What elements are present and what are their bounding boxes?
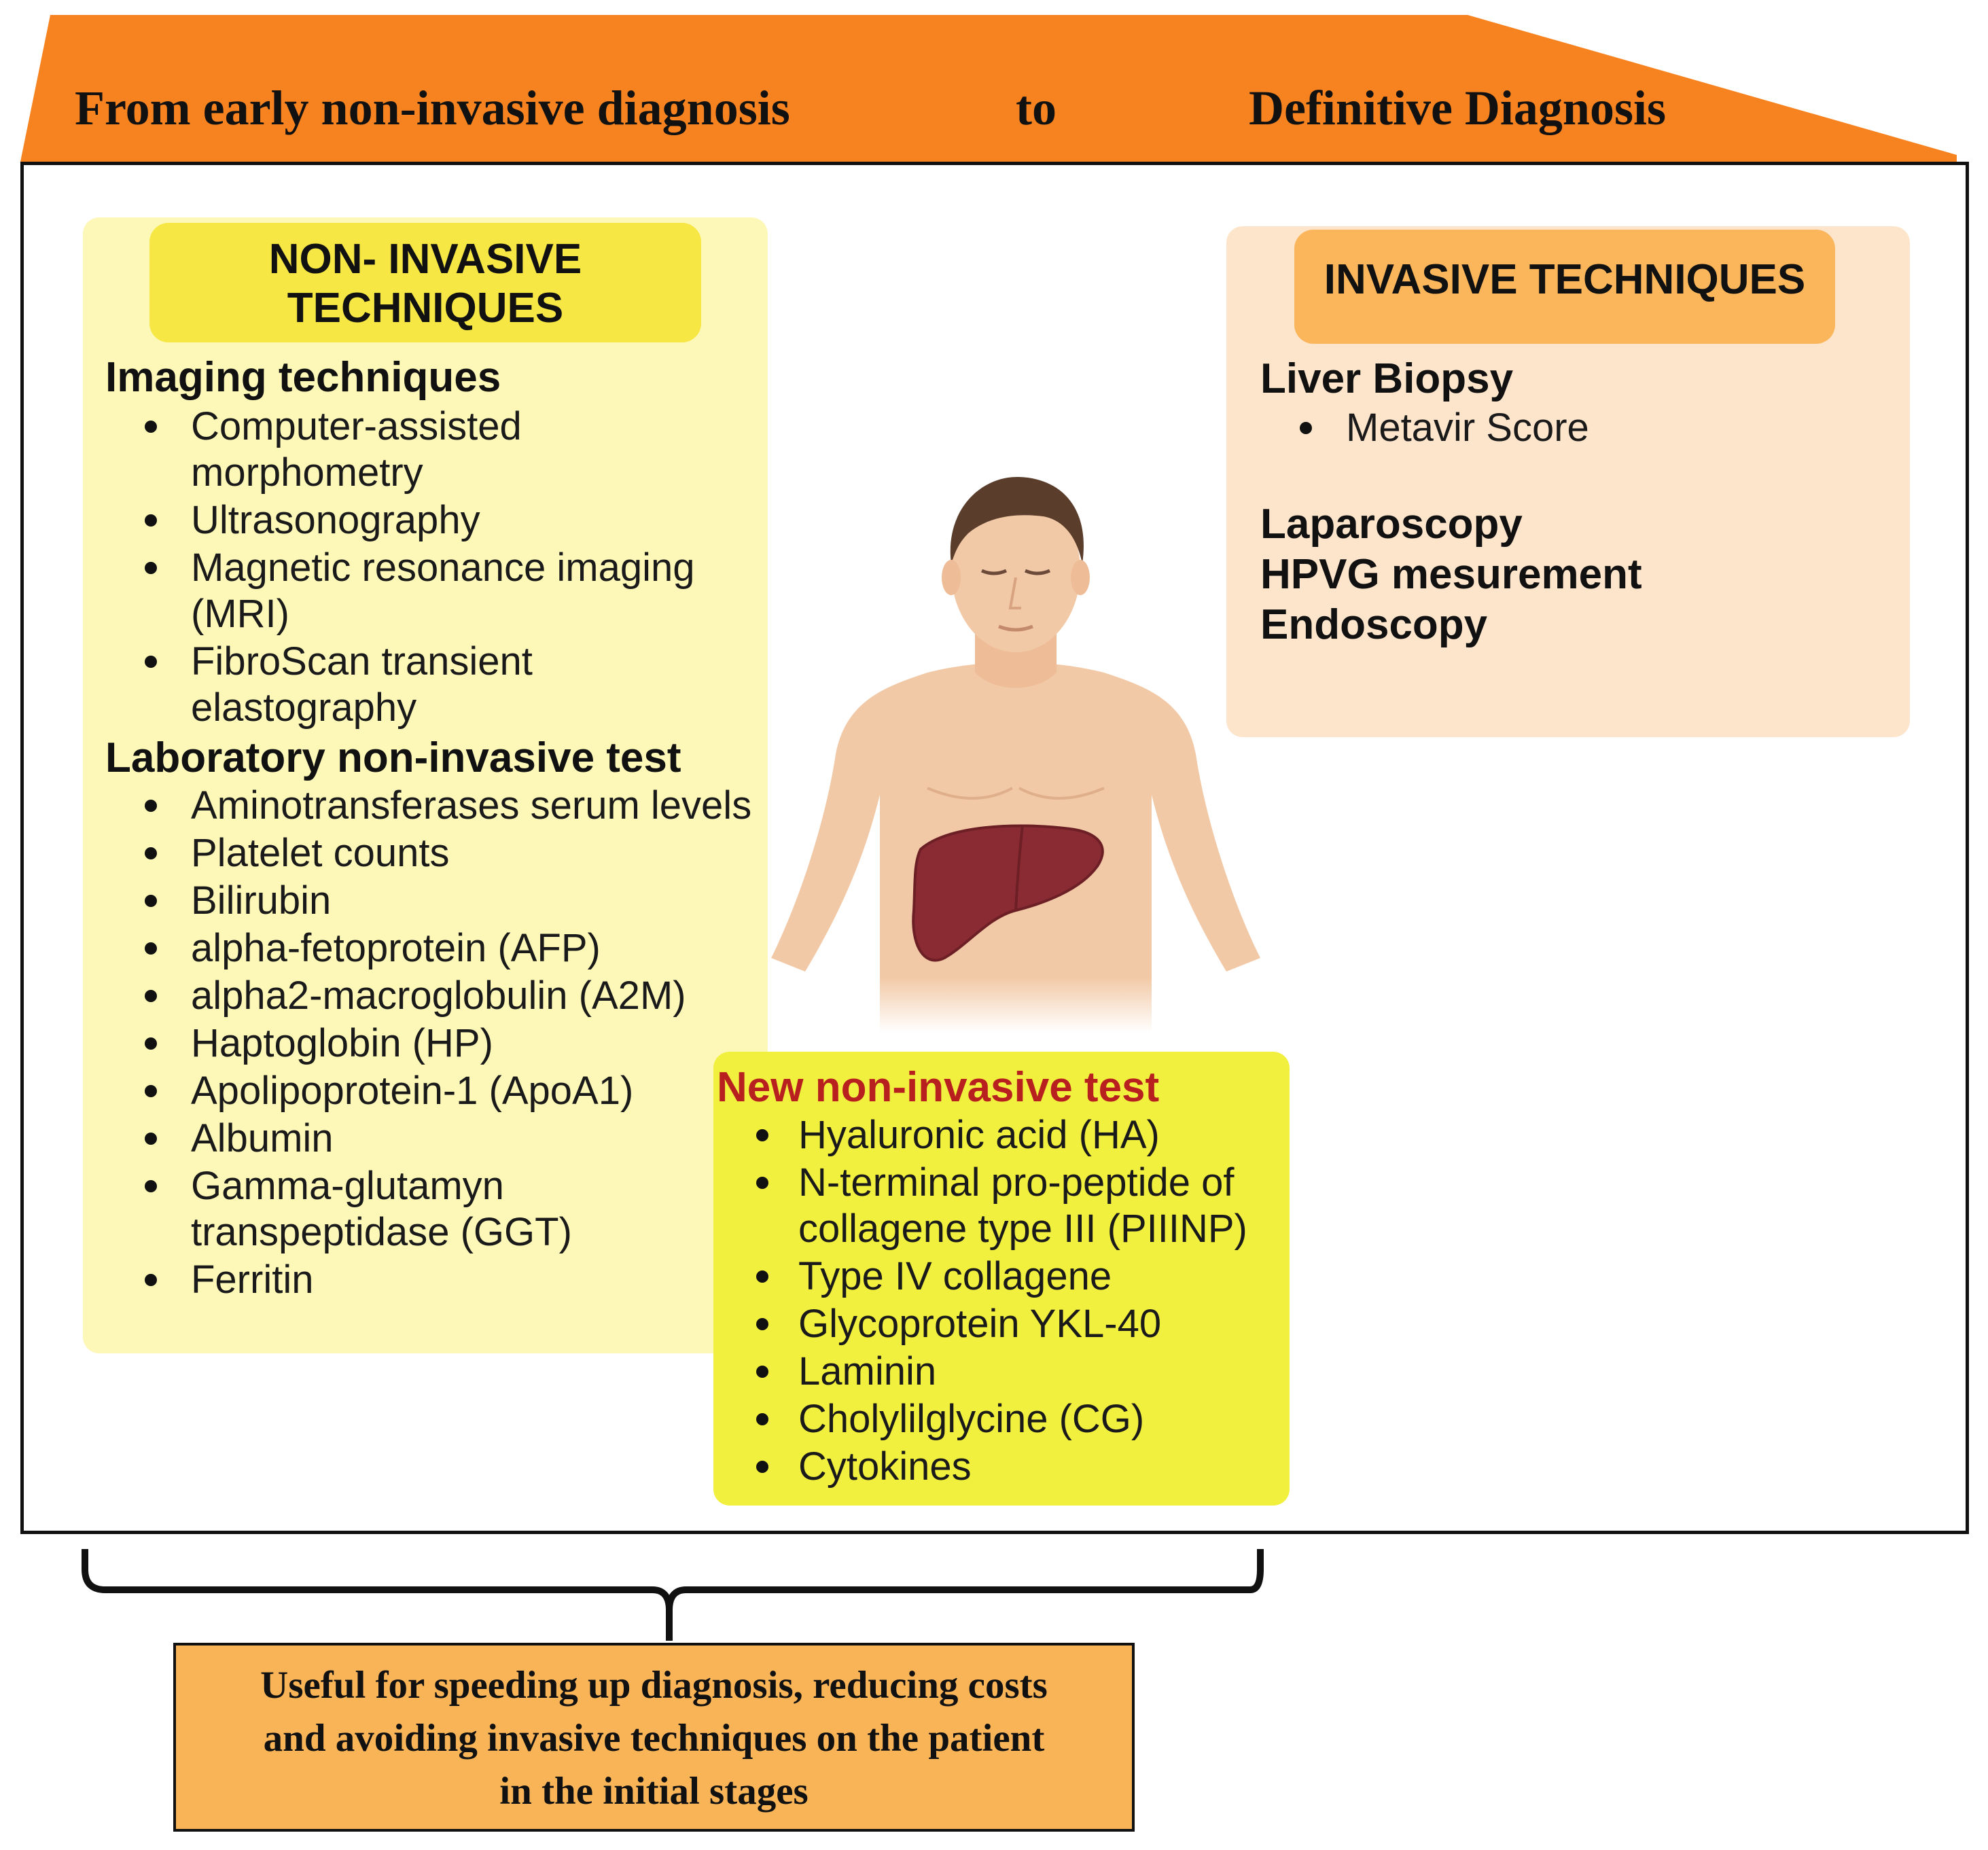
imaging-title: Imaging techniques — [105, 354, 501, 401]
non-invasive-header: NON- INVASIVE TECHNIQUES — [149, 223, 701, 342]
new-test-panel — [713, 1052, 1290, 1506]
new-test-list: Hyaluronic acid (HA) N-terminal pro-pept… — [717, 1112, 1284, 1491]
list-item: Haptoglobin (HP) — [105, 1020, 758, 1067]
list-item: Platelet counts — [105, 830, 758, 876]
list-item: Bilirubin — [105, 878, 758, 924]
list-item: Computer-assisted morphometry — [105, 404, 758, 496]
banner-left-text: From early non-invasive diagnosis — [75, 81, 790, 135]
lab-title: Laboratory non-invasive test — [105, 734, 681, 781]
hpvg-title: HPVG mesurement — [1260, 551, 1642, 598]
summary-line3: in the initial stages — [499, 1770, 809, 1813]
list-item: Apolipoprotein-1 (ApoA1) — [105, 1068, 758, 1114]
laparoscopy-title: Laparoscopy — [1260, 501, 1523, 548]
list-item: N-terminal pro-peptide of collagene type… — [717, 1160, 1284, 1252]
endoscopy-title: Endoscopy — [1260, 601, 1488, 648]
non-invasive-header-line1: NON- INVASIVE — [268, 236, 582, 283]
summary-box: Useful for speeding up diagnosis, reduci… — [173, 1643, 1135, 1832]
human-torso-with-liver-icon — [771, 476, 1260, 1033]
list-item: Ultrasonography — [105, 497, 758, 544]
grouping-brace — [82, 1549, 1264, 1641]
biopsy-list: Metavir Score — [1260, 405, 1872, 452]
list-item: Cytokines — [717, 1444, 1284, 1490]
lab-list: Aminotransferases serum levels Platelet … — [105, 783, 758, 1304]
list-item: Aminotransferases serum levels — [105, 783, 758, 829]
summary-line2: and avoiding invasive techniques on the … — [263, 1717, 1045, 1760]
list-item: Cholylilglycine (CG) — [717, 1396, 1284, 1442]
list-item: Albumin — [105, 1116, 758, 1162]
list-item: alpha2-macroglobulin (A2M) — [105, 973, 758, 1019]
list-item: alpha-fetoprotein (AFP) — [105, 925, 758, 972]
list-item: Gamma-glutamyn transpeptidase (GGT) — [105, 1163, 758, 1256]
list-item: Hyaluronic acid (HA) — [717, 1112, 1284, 1158]
banner-right-text: Definitive Diagnosis — [1249, 81, 1667, 135]
non-invasive-header-line2: TECHNIQUES — [287, 285, 564, 332]
invasive-header: INVASIVE TECHNIQUES — [1294, 230, 1835, 344]
list-item: Laminin — [717, 1349, 1284, 1395]
new-test-title: New non-invasive test — [717, 1064, 1160, 1111]
banner-middle-text: to — [1016, 81, 1057, 135]
list-item: Metavir Score — [1260, 405, 1872, 451]
list-item: Glycoprotein YKL-40 — [717, 1301, 1284, 1347]
imaging-list: Computer-assisted morphometry Ultrasonog… — [105, 404, 758, 732]
liver-biopsy-title: Liver Biopsy — [1260, 355, 1514, 402]
list-item: Ferritin — [105, 1257, 758, 1303]
list-item: FibroScan transient elastography — [105, 639, 758, 731]
banner-arrow — [20, 15, 1957, 162]
summary-line1: Useful for speeding up diagnosis, reduci… — [260, 1664, 1048, 1707]
list-item: Type IV collagene — [717, 1253, 1284, 1300]
non-invasive-panel — [83, 217, 768, 1353]
list-item: Magnetic resonance imaging (MRI) — [105, 545, 758, 637]
